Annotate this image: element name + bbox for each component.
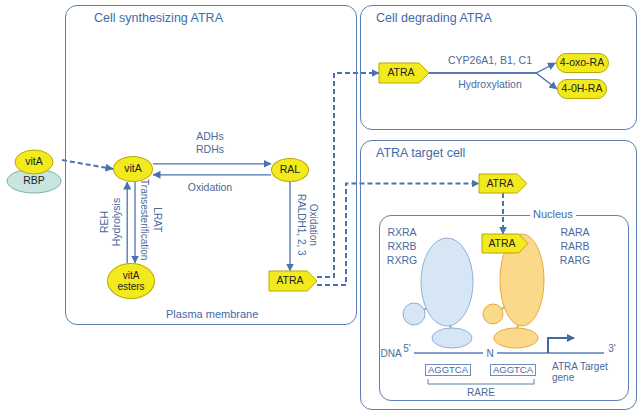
rare-bracket bbox=[428, 379, 534, 384]
panel-title: ATRA target cell bbox=[376, 146, 465, 160]
reaction-arrow bbox=[153, 163, 271, 164]
text-label: ATRA Target gene bbox=[552, 361, 612, 384]
molecule-name: 4-oxo-RA bbox=[560, 57, 604, 69]
atra-tag: ATRA bbox=[482, 234, 528, 253]
transport-arrow bbox=[62, 160, 113, 169]
molecule-name: ATRA bbox=[387, 67, 414, 79]
enzyme-label: LRAT bbox=[151, 208, 163, 233]
transcription-arrow bbox=[548, 338, 574, 353]
tag-outline bbox=[379, 63, 429, 83]
membrane-label: Plasma membrane bbox=[166, 308, 258, 320]
text-label: 5' bbox=[403, 343, 410, 355]
text-label: RDHs bbox=[196, 143, 224, 155]
molecule-name: ATRA bbox=[488, 238, 515, 250]
metabolite-pill: 4-0H-RA bbox=[557, 79, 607, 99]
molecule-name: vitA bbox=[6, 156, 62, 168]
enzyme-label: RALDH1, 2, 3 bbox=[295, 194, 307, 256]
transport-arrow bbox=[502, 193, 504, 234]
reaction-arrow bbox=[289, 182, 290, 271]
reaction-arrow bbox=[134, 182, 135, 263]
molecule-name: RAL bbox=[280, 164, 300, 176]
atra-tag: ATRA bbox=[269, 271, 317, 291]
dna-strand bbox=[414, 352, 604, 354]
text-label: RARB bbox=[560, 240, 589, 252]
text-label: 3' bbox=[608, 343, 615, 355]
text-label: Oxidation bbox=[188, 181, 232, 193]
tag-outline bbox=[479, 174, 527, 193]
molecule-oval: vitA esters bbox=[107, 263, 155, 299]
rbp-shape bbox=[6, 145, 62, 195]
molecule-oval: RAL bbox=[271, 158, 309, 182]
rxr-domain bbox=[403, 303, 425, 325]
text-label: RARA bbox=[560, 226, 589, 238]
tag-outline bbox=[269, 271, 317, 291]
molecule-name: ATRA bbox=[486, 178, 513, 190]
molecule-name: vitA bbox=[124, 163, 142, 175]
enzyme-label: Oxidation bbox=[307, 204, 319, 246]
panel-title: Nucleus bbox=[530, 208, 576, 220]
transport-arrow bbox=[317, 184, 479, 286]
text-label: CYP26A1, B1, C1 bbox=[448, 54, 532, 66]
sequence-box: AGGTCA bbox=[490, 364, 536, 377]
enzyme-label: Transesterification bbox=[139, 179, 151, 260]
molecule-name: ATRA bbox=[276, 275, 303, 287]
text-label: RXRA bbox=[387, 226, 416, 238]
text-label: DNA bbox=[380, 348, 401, 360]
reaction-arrow bbox=[153, 174, 271, 175]
rxr-dna-domain bbox=[432, 328, 472, 348]
molecule-oval: vitA bbox=[113, 156, 153, 182]
enzyme-label: REH bbox=[98, 211, 110, 233]
metabolite-pill: 4-oxo-RA bbox=[556, 53, 609, 73]
retinol-binding-complex: vitA RBP bbox=[6, 145, 62, 195]
panel-title: Cell synthesizing ATRA bbox=[94, 11, 223, 25]
rar-domain bbox=[483, 304, 503, 324]
atra-tag: ATRA bbox=[479, 174, 527, 193]
reaction-arrow bbox=[127, 182, 128, 263]
sequence-box: AGGTCA bbox=[425, 364, 471, 377]
enzyme-label: Hydrolysis bbox=[110, 198, 122, 246]
text-label: Hydroxylation bbox=[458, 78, 522, 90]
protein-name: RBP bbox=[6, 175, 62, 187]
transport-arrow bbox=[317, 73, 379, 277]
cell-panel: Cell degrading ATRA ATRA 4-oxo-RA 4-0H-RA bbox=[360, 5, 637, 130]
cell-panel: Cell synthesizing ATRA Plasma membrane vit… bbox=[65, 5, 357, 325]
rxr-ligand-domain bbox=[421, 238, 473, 326]
molecule-name: vitA esters bbox=[108, 270, 154, 292]
text-label: RARE bbox=[467, 387, 495, 399]
tag-outline bbox=[482, 234, 528, 253]
molecule-name: 4-0H-RA bbox=[562, 83, 603, 95]
rar-dna-domain bbox=[494, 328, 538, 348]
text-label: RXRB bbox=[387, 240, 416, 252]
atra-tag: ATRA bbox=[379, 63, 429, 83]
text-label: N bbox=[486, 348, 493, 360]
panel-title: Cell degrading ATRA bbox=[376, 11, 492, 25]
text-label: RXRG bbox=[387, 254, 417, 266]
text-label: ADHs bbox=[196, 130, 223, 142]
text-label: RARG bbox=[560, 254, 590, 266]
